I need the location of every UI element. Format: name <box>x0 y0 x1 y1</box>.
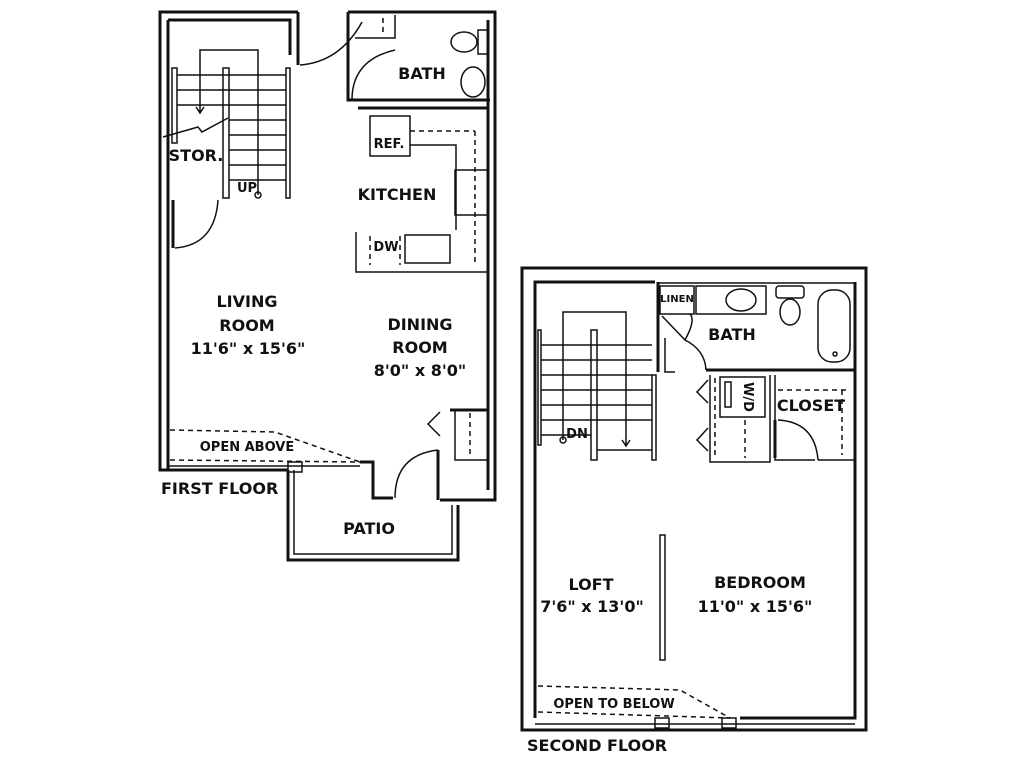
first-floor-plan: STOR. UP BATH REF. KITCHEN DW LIVING ROO… <box>158 10 497 562</box>
stairs-second-floor <box>537 311 657 461</box>
bedroom-size: 11'0" x 15'6" <box>698 597 813 616</box>
second-floor-title: SECOND FLOOR <box>527 736 667 755</box>
bath-label: BATH <box>398 64 446 83</box>
open-to-below-label: OPEN TO BELOW <box>553 697 674 712</box>
dishwasher-label: DW <box>373 240 398 255</box>
living-room-size: 11'6" x 15'6" <box>191 339 306 358</box>
second-floor-walls <box>520 266 868 732</box>
open-above-label: OPEN ABOVE <box>200 440 294 455</box>
storage-label: STOR. <box>169 146 224 165</box>
closet-label: CLOSET <box>777 396 845 415</box>
dining-room-label-1: DINING <box>387 315 452 334</box>
first-floor-title: FIRST FLOOR <box>161 479 278 498</box>
washer-dryer-label: W/D <box>740 382 755 412</box>
loft-label: LOFT <box>568 575 613 594</box>
dining-room-label-2: ROOM <box>392 338 447 357</box>
second-floor-plan: LINEN BATH W/D CLOSET DN LOFT 7'6" x 13'… <box>520 266 868 755</box>
refrigerator-label: REF. <box>374 137 405 152</box>
bedroom-label: BEDROOM <box>714 573 806 592</box>
loft-size: 7'6" x 13'0" <box>540 597 644 616</box>
bath-label-2: BATH <box>708 325 756 344</box>
kitchen-label: KITCHEN <box>358 185 437 204</box>
patio-label: PATIO <box>343 519 395 538</box>
stairs-up-label: UP <box>237 181 257 196</box>
living-room-label-1: LIVING <box>216 292 277 311</box>
stairs-down-label: DN <box>566 427 588 442</box>
stairs-first-floor <box>162 49 291 199</box>
dining-room-size: 8'0" x 8'0" <box>374 361 466 380</box>
first-floor-walls <box>158 10 497 562</box>
living-room-label-2: ROOM <box>219 316 274 335</box>
linen-label: LINEN <box>660 294 694 305</box>
